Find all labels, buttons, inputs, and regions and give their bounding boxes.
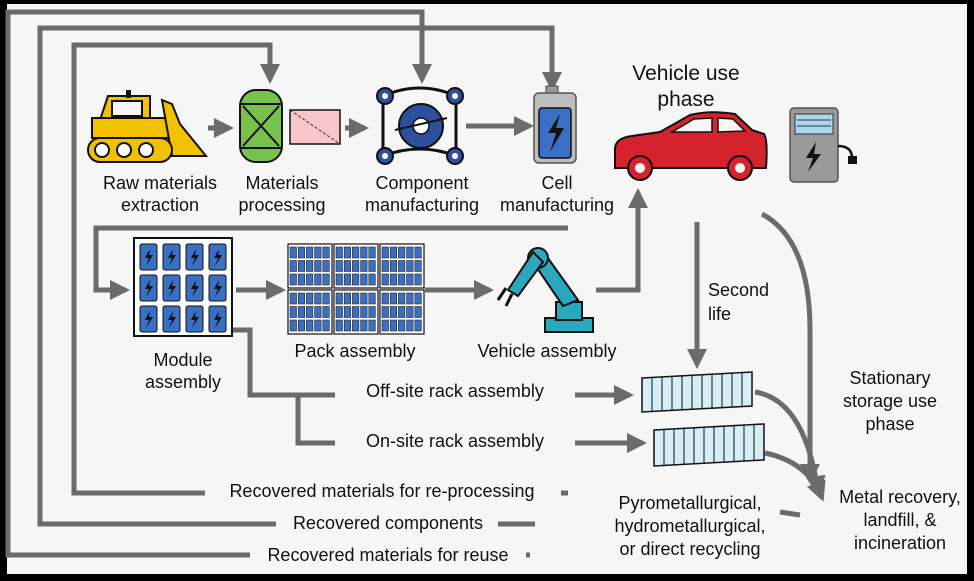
arrow-offsite-rack-to-end [754, 389, 826, 496]
reuse-return-loop [5, 9, 530, 558]
vehicle-assembly-label: Vehicle assembly [477, 341, 616, 361]
module-rack-branch [233, 327, 335, 398]
module-cell [208, 274, 227, 302]
module-cell [208, 305, 227, 333]
end-of-life-label: Metal recovery,landfill, &incineration [839, 487, 961, 553]
pack-module [379, 243, 425, 289]
onsite-rack-label: On-site rack assembly [366, 431, 544, 451]
battery-cell-icon [533, 85, 577, 164]
pack-icon [287, 243, 425, 335]
module-cell [185, 274, 204, 302]
module-icon [133, 237, 233, 337]
module-cell [162, 274, 181, 302]
components-return-loop [37, 25, 562, 527]
reactor-icon [239, 89, 341, 163]
rack-branch-stem [295, 395, 335, 446]
pack-module [333, 289, 379, 335]
module-cell [139, 274, 158, 302]
rack-icon-onsite [653, 423, 765, 467]
module-cell [185, 305, 204, 333]
reuse-flow-label: Recovered materials for reuse [267, 545, 508, 565]
reprocessing-flow-label: Recovered materials for re-processing [229, 481, 534, 501]
pack-module [379, 289, 425, 335]
arrow-vehicle-assembly-to-use [596, 188, 648, 293]
arrow-onsite-rack-to-end [764, 450, 826, 502]
bulldozer-icon [87, 90, 209, 163]
module-cell [162, 243, 181, 271]
module-cell [208, 243, 227, 271]
components-flow-label: Recovered components [293, 513, 483, 533]
rack-icon-offsite [641, 371, 753, 413]
pack-module [287, 289, 333, 335]
module-cell [185, 243, 204, 271]
robot-arm-icon [496, 247, 594, 333]
car-icon [614, 111, 768, 181]
gear-conveyor-icon [376, 86, 464, 165]
offsite-rack-label: Off-site rack assembly [366, 381, 544, 401]
pack-module [287, 243, 333, 289]
arrow-cell-to-module [93, 225, 568, 300]
arrow-end-to-recycling [779, 509, 801, 518]
arrow-vehicle-to-end-of-life [760, 211, 820, 484]
charger-icon [789, 107, 857, 183]
pack-module [333, 243, 379, 289]
module-cell [139, 243, 158, 271]
module-cell [139, 305, 158, 333]
module-cell [162, 305, 181, 333]
pack-assembly-label: Pack assembly [294, 341, 415, 361]
recycling-label: Pyrometallurgical,hydrometallurgical,or … [614, 493, 765, 559]
